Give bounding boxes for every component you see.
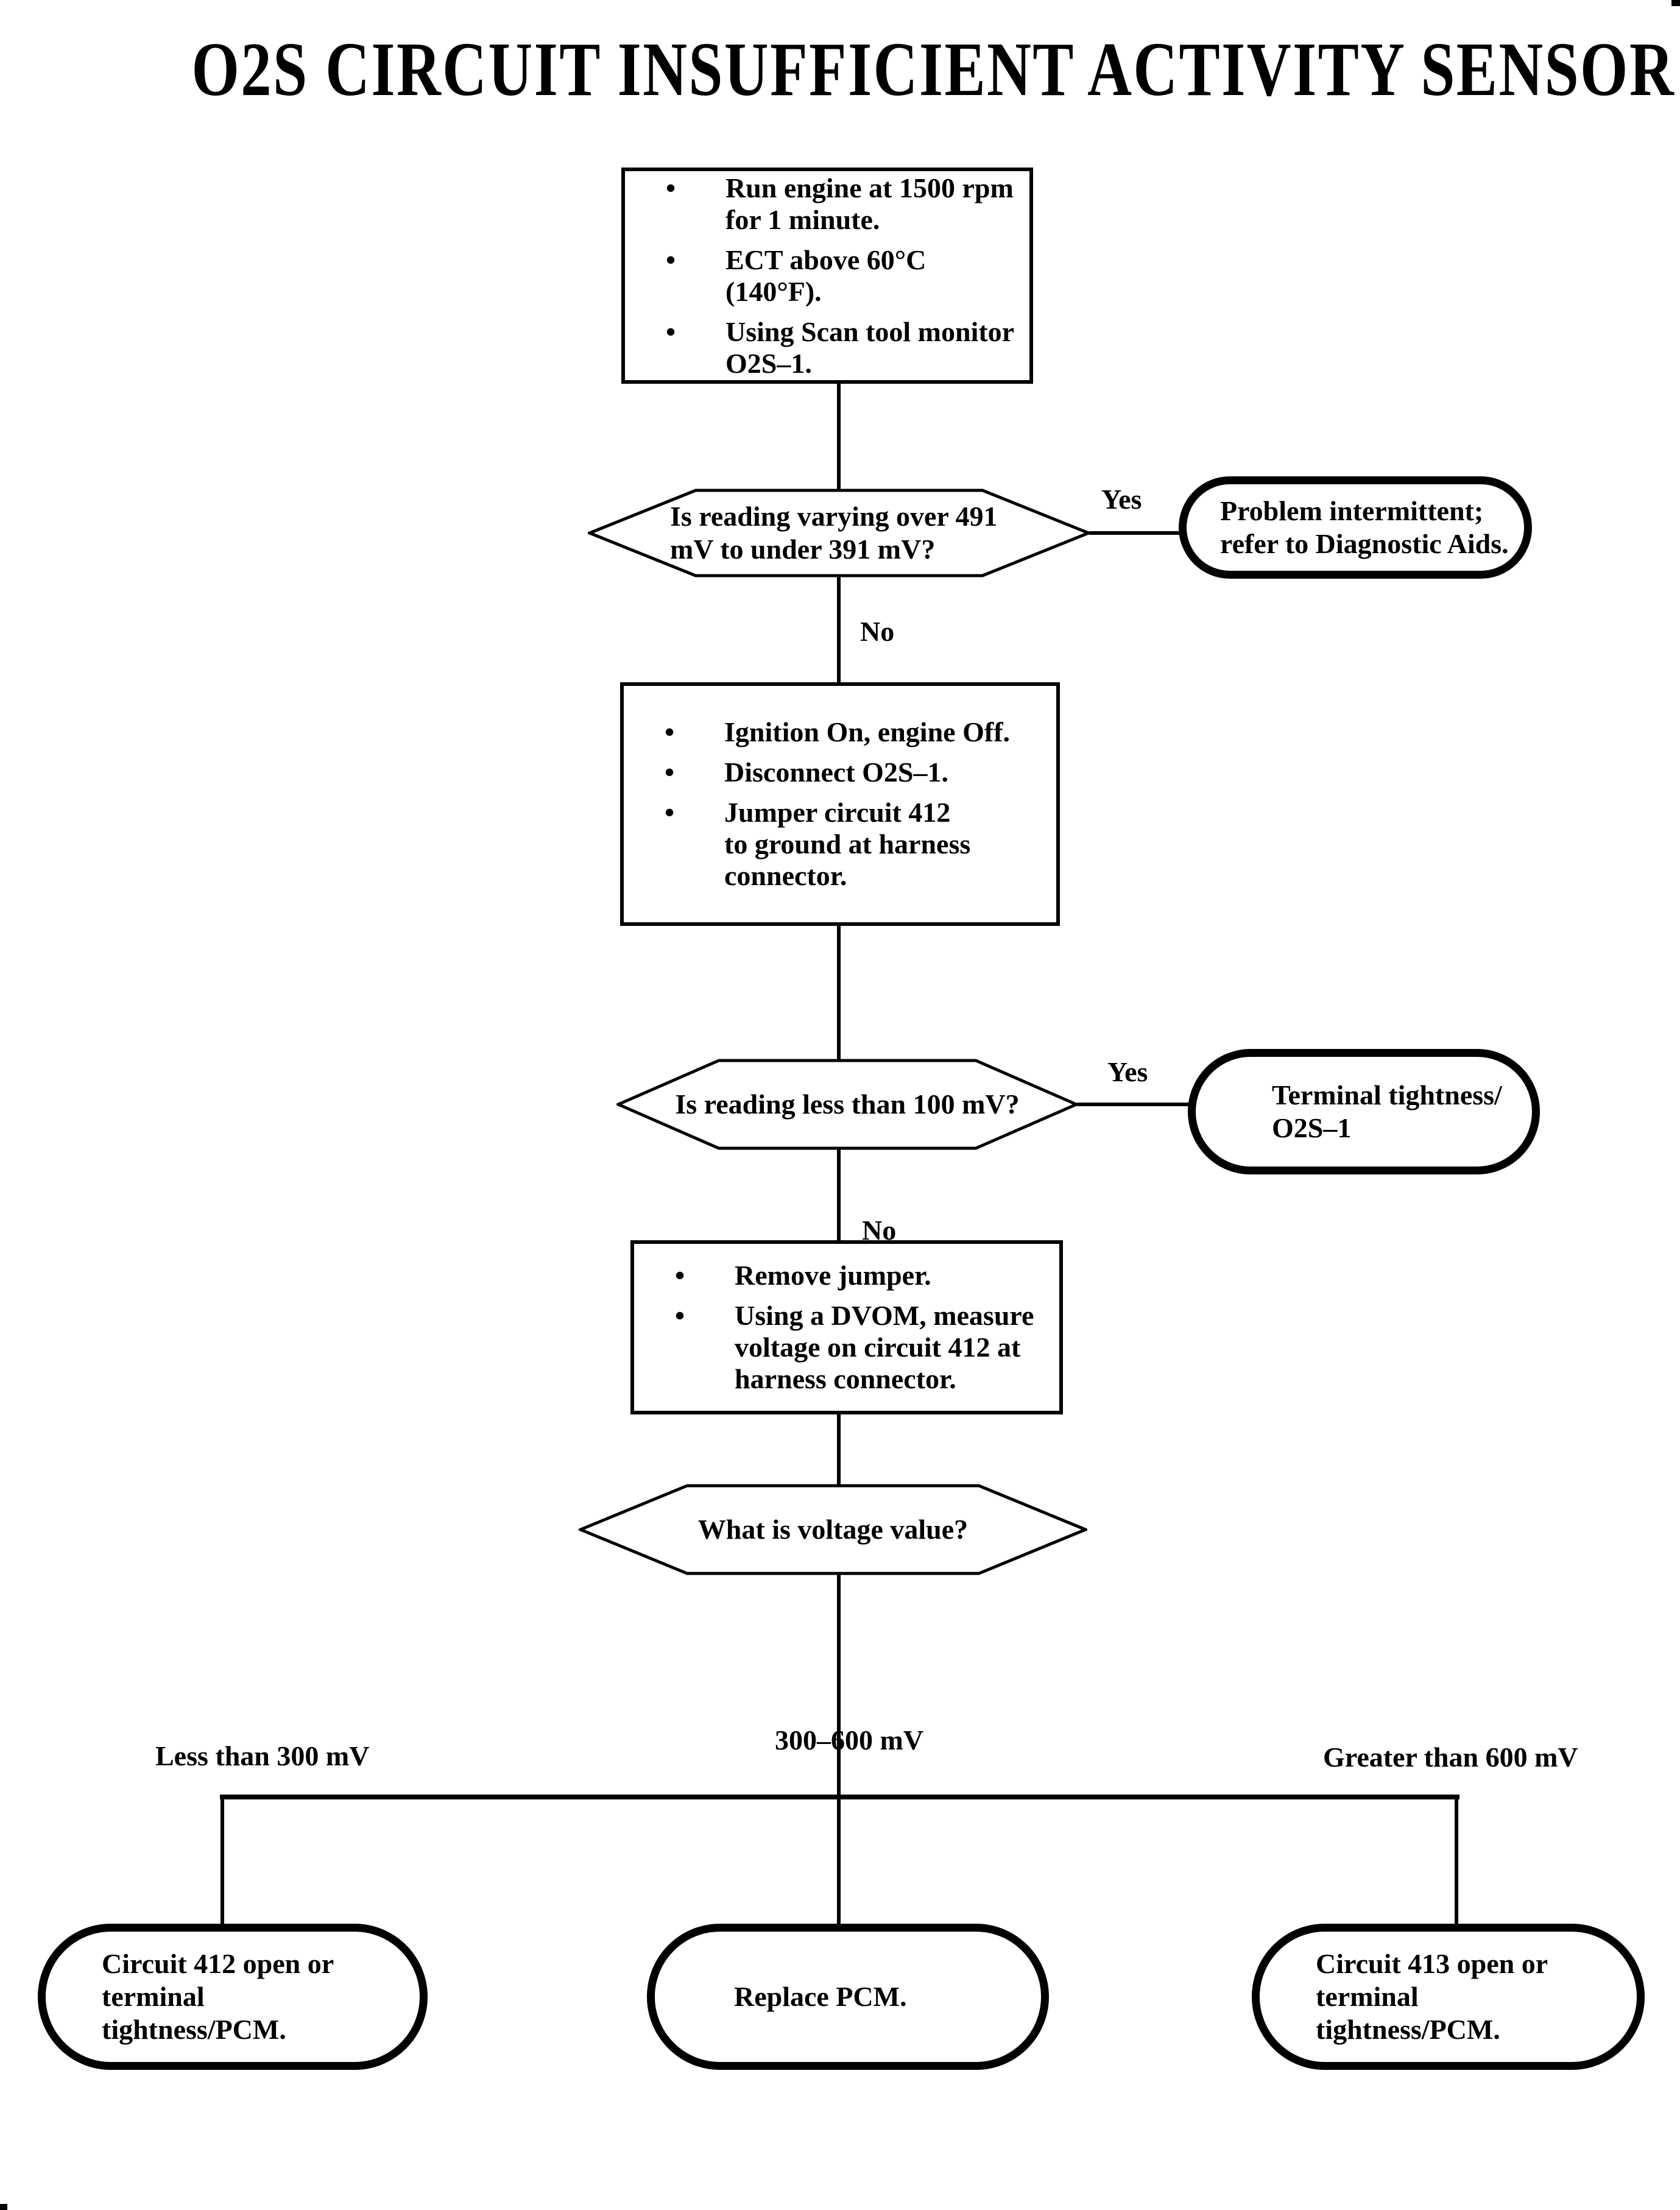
bullet-text: Remove jumper.	[735, 1260, 931, 1291]
terminal-oval-replace-pcm: Replace PCM.	[647, 1924, 1049, 2070]
process-box-jumper-circuit: • Ignition On, engine Off. • Disconnect …	[620, 682, 1060, 926]
connector-box3-to-hex3	[837, 1413, 841, 1486]
bullet-item: • Disconnect O2S–1.	[657, 757, 1056, 788]
connector-box1-to-hex1	[837, 384, 841, 490]
hexagon-shape	[616, 1059, 1078, 1150]
process-box-run-engine: • Run engine at 1500 rpm for 1 minute. •…	[621, 168, 1033, 384]
bullet-item: • ECT above 60°C (140°F).	[658, 244, 1029, 308]
bullet-icon: •	[665, 797, 675, 828]
branch-label-less-than-300: Less than 300 mV	[155, 1740, 370, 1771]
bullet-text: Using a DVOM, measure voltage on circuit…	[735, 1300, 1034, 1394]
branch-drop-left	[221, 1795, 224, 1925]
connector-hex2-yes-to-oval2	[1077, 1103, 1189, 1106]
bullet-text: Using Scan tool monitor O2S–1.	[725, 316, 1015, 379]
process-box-remove-jumper: • Remove jumper. • Using a DVOM, measure…	[630, 1240, 1063, 1414]
branch-horizontal-line	[220, 1795, 1459, 1799]
terminal-text: Terminal tightness/ O2S–1	[1272, 1079, 1502, 1143]
bullet-item: • Ignition On, engine Off.	[657, 716, 1056, 748]
bullet-text: Run engine at 1500 rpm for 1 minute.	[725, 172, 1014, 235]
page-title-text: O2S CIRCUIT INSUFFICIENT ACTIVITY SENSOR…	[191, 27, 1680, 112]
terminal-oval-circuit-413: Circuit 413 open or terminal tightness/P…	[1252, 1924, 1645, 2070]
scan-artifact-top-right	[1671, 0, 1680, 6]
bullet-item: • Using a DVOM, measure voltage on circu…	[668, 1300, 1059, 1395]
bullet-text: Disconnect O2S–1.	[724, 757, 948, 788]
terminal-oval-circuit-412: Circuit 412 open or terminal tightness/P…	[38, 1924, 428, 2070]
bullet-icon: •	[666, 316, 676, 347]
terminal-text: Circuit 412 open or terminal tightness/P…	[102, 1948, 334, 2045]
connector-hex3-to-branch	[837, 1574, 841, 1797]
connector-hex2-no-to-box3	[837, 1148, 841, 1243]
bullet-icon: •	[665, 757, 675, 788]
bullet-item: • Remove jumper.	[668, 1260, 1059, 1291]
decision-hex-reading-less-100: Is reading less than 100 mV?	[616, 1059, 1078, 1150]
bullet-icon: •	[666, 244, 676, 275]
bullet-icon: •	[675, 1260, 685, 1291]
page-title: O2S CIRCUIT INSUFFICIENT ACTIVITY SENSOR…	[0, 32, 1680, 108]
terminal-text: Replace PCM.	[734, 1981, 907, 2012]
decision-question: Is reading varying over 491 mV to under …	[670, 501, 998, 565]
terminal-oval-terminal-tightness: Terminal tightness/ O2S–1	[1188, 1049, 1540, 1174]
connector-hex1-no-to-box2	[837, 576, 841, 685]
decision-hex-reading-varying: Is reading varying over 491 mV to under …	[588, 489, 1090, 577]
terminal-text: Circuit 413 open or terminal tightness/P…	[1316, 1948, 1548, 2045]
decision-question: What is voltage value?	[697, 1514, 969, 1545]
bullet-item: • Run engine at 1500 rpm for 1 minute.	[658, 172, 1029, 236]
terminal-text: Problem intermittent; refer to Diagnosti…	[1220, 495, 1509, 559]
decision-hex-voltage-value: What is voltage value?	[579, 1484, 1087, 1575]
connector-box2-to-hex2	[837, 925, 841, 1061]
connector-hex1-yes-to-oval1	[1089, 531, 1181, 535]
branch-drop-middle	[837, 1799, 841, 1925]
bullet-icon: •	[666, 172, 676, 203]
branch-label-greater-than-600: Greater than 600 mV	[1323, 1742, 1578, 1773]
scan-artifact-bottom-left	[0, 2204, 7, 2210]
label-no-1: No	[860, 616, 895, 647]
bullet-text: Ignition On, engine Off.	[724, 716, 1011, 747]
label-yes-2: Yes	[1107, 1056, 1148, 1087]
bullet-icon: •	[675, 1300, 685, 1331]
hexagon-shape	[579, 1484, 1087, 1575]
bullet-icon: •	[665, 716, 675, 747]
bullet-text: ECT above 60°C (140°F).	[725, 244, 926, 307]
terminal-oval-problem-intermittent: Problem intermittent; refer to Diagnosti…	[1179, 476, 1532, 579]
bullet-item: • Using Scan tool monitor O2S–1.	[658, 316, 1029, 380]
hexagon-shape	[588, 489, 1090, 577]
decision-question: Is reading less than 100 mV?	[675, 1089, 1020, 1120]
bullet-item: • Jumper circuit 412 to ground at harnes…	[657, 797, 1056, 892]
label-yes-1: Yes	[1101, 484, 1142, 515]
branch-label-300-600: 300–600 mV	[775, 1725, 924, 1756]
bullet-text: Jumper circuit 412 to ground at harness …	[724, 797, 971, 891]
branch-drop-right	[1455, 1795, 1458, 1925]
